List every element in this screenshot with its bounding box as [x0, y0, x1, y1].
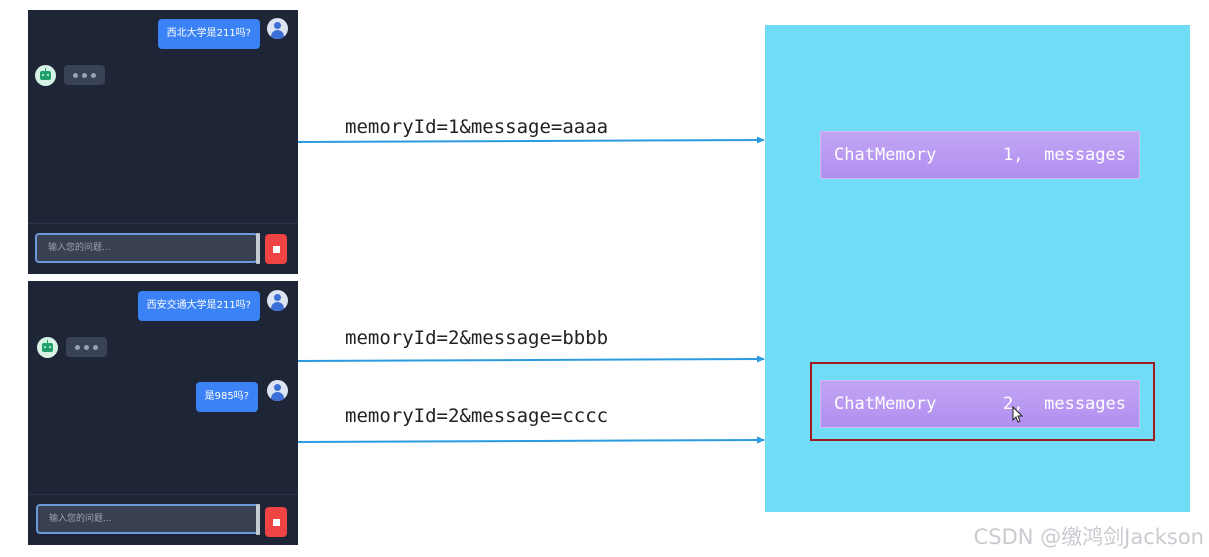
- input-divider: [28, 494, 298, 495]
- input-placeholder: 输入您的问题...: [49, 514, 112, 524]
- memory-id: 2,: [1003, 394, 1024, 414]
- user-message-bubble: 西安交通大学是211吗?: [137, 291, 260, 321]
- chat-memory-box-2: ChatMemory 2, messages: [820, 380, 1140, 428]
- watermark: CSDN @缴鸿剑Jackson: [973, 525, 1204, 549]
- arrow-3: [297, 436, 765, 444]
- request-label-3: memoryId=2&message=cccc: [345, 405, 609, 427]
- chat-window-1: 西北大学是211吗? 输入您的问题...: [28, 10, 298, 274]
- arrow-1: [297, 136, 765, 144]
- stop-button[interactable]: [265, 507, 287, 537]
- memory-messages: messages: [1044, 145, 1126, 165]
- request-label-2: memoryId=2&message=bbbb: [345, 327, 609, 349]
- memory-name: ChatMemory: [834, 394, 937, 414]
- input-divider: [28, 223, 298, 224]
- input-placeholder: 输入您的问题...: [48, 243, 111, 253]
- chat-memory-box-1: ChatMemory 1, messages: [820, 131, 1140, 179]
- highlight-frame: [810, 362, 1155, 441]
- user-message-bubble: 是985吗?: [195, 382, 258, 412]
- memory-id: 1,: [1003, 145, 1024, 165]
- typing-indicator: [64, 65, 105, 85]
- bot-avatar-icon: [37, 337, 58, 358]
- user-avatar-icon: [267, 18, 288, 39]
- chat-window-2: 西安交通大学是211吗? 是985吗? 输入您的问题...: [28, 281, 298, 545]
- user-avatar-icon: [267, 290, 288, 311]
- user-avatar-icon: [267, 380, 288, 401]
- bot-avatar-icon: [35, 65, 56, 86]
- memory-messages: messages: [1044, 394, 1126, 414]
- typing-indicator: [66, 337, 107, 357]
- server-area: [765, 25, 1190, 512]
- question-input[interactable]: 输入您的问题...: [36, 504, 259, 534]
- input-resize-handle[interactable]: [256, 233, 260, 264]
- mouse-pointer-icon: [1012, 406, 1024, 423]
- user-message-bubble: 西北大学是211吗?: [157, 19, 260, 49]
- stop-icon: [273, 519, 280, 526]
- input-resize-handle[interactable]: [256, 504, 260, 535]
- stop-button[interactable]: [265, 234, 287, 264]
- stop-icon: [273, 246, 280, 253]
- request-label-1: memoryId=1&message=aaaa: [345, 116, 609, 138]
- memory-name: ChatMemory: [834, 145, 937, 165]
- arrow-2: [297, 355, 765, 363]
